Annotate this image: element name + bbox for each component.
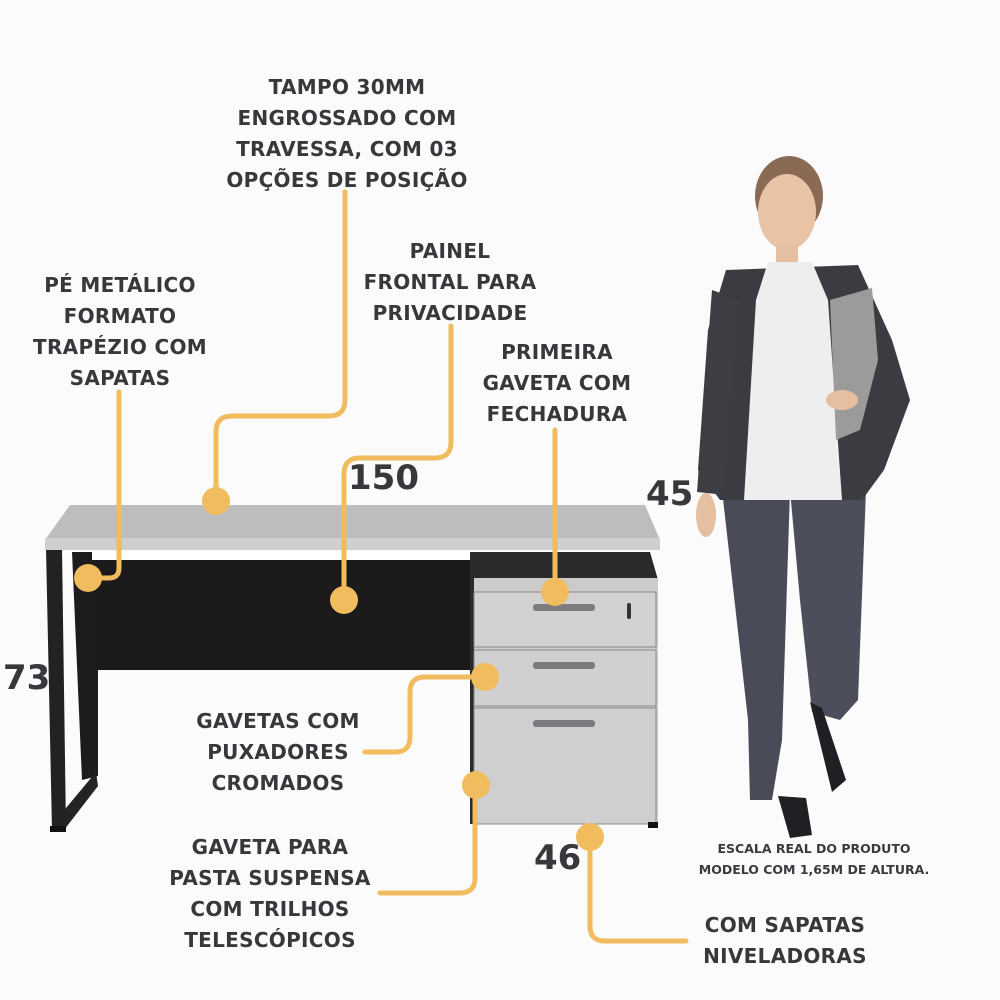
leader-lines <box>87 189 689 944</box>
dimension-width: 150 <box>348 458 419 498</box>
dimension-drawer-depth: 46 <box>534 838 582 878</box>
callout-gaveta-pasta: GAVETA PARA PASTA SUSPENSA COM TRILHOS T… <box>169 835 371 952</box>
privacy-panel <box>92 560 472 670</box>
metal-leg <box>46 548 66 830</box>
scale-note: ESCALA REAL DO PRODUTO MODELO COM 1,65M … <box>698 841 930 877</box>
drawer-handle <box>533 720 595 727</box>
callout-painel: PAINEL FRONTAL PARA PRIVACIDADE <box>363 239 537 325</box>
model-figure <box>696 156 910 838</box>
drawer-3 <box>473 707 657 825</box>
drawer-2 <box>473 649 657 707</box>
desk <box>45 505 660 832</box>
callout-sapatas: COM SAPATAS NIVELADORAS <box>703 913 867 968</box>
drawer-1 <box>473 591 657 648</box>
desk-top-edge <box>45 538 660 550</box>
dimension-height: 73 <box>3 658 51 698</box>
drawer-handle <box>533 662 595 669</box>
callout-primeira-gaveta: PRIMEIRA GAVETA COM FECHADURA <box>482 340 632 426</box>
dimension-depth: 45 <box>646 474 694 514</box>
callout-dots <box>74 487 604 851</box>
drawer-handle <box>533 604 595 611</box>
callout-tampo: TAMPO 30MM ENGROSSADO COM TRAVESSA, COM … <box>226 75 468 192</box>
desk-top-surface <box>45 505 660 540</box>
lock-icon <box>627 603 631 619</box>
callout-gavetas-puxadores: GAVETAS COM PUXADORES CROMADOS <box>196 709 360 795</box>
callout-pe-metalico: PÉ METÁLICO FORMATO TRAPÉZIO COM SAPATAS <box>33 273 207 390</box>
metal-leg-inner <box>72 552 98 780</box>
